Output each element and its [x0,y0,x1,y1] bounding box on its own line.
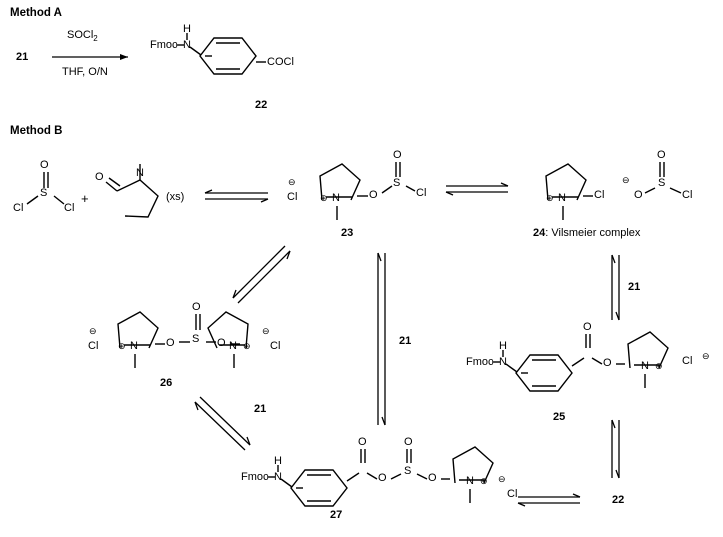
nitrogen-label-24: N [558,192,566,204]
oxygen-charge-24: ⊖ [622,175,630,185]
thionyl-oxygen-label: O [40,159,49,171]
fmoc-label-27: Fmoc [241,471,269,483]
thionyl-chlorine-left-label: Cl [13,202,24,214]
sulfur-label-26: S [192,333,200,345]
chlorine-ring-label-24: Cl [594,189,605,201]
chloride-counterion-23: Cl [287,191,298,203]
nitrogen-pyrrolinium-label-25: N [641,360,649,372]
carbonyl-oxygen-label-27: O [358,436,367,448]
chloride-charge-23: ⊖ [288,177,296,187]
chloride-counterion-25: Cl [682,355,693,367]
final-product-number-22: 22 [612,494,625,506]
chloride-charge-left-26: ⊖ [89,326,97,336]
oxygen-left-label-26: O [166,337,175,349]
chloride-counterion-left-26: Cl [88,340,99,352]
sulfur-label-27: S [404,465,412,477]
method-a-reagent-top: SOCl2 [67,29,98,44]
nitrogen-charge-left-26: ⊕ [118,341,126,351]
compound-number-22: 22 [255,99,268,111]
nmp-nitrogen-label: N [136,167,144,179]
nitrogen-charge-24: ⊕ [546,193,554,203]
carbonyl-oxygen-label-25: O [583,321,592,333]
thionyl-sulfur-label: S [40,187,48,199]
nitrogen-pyrrolinium-label-27: N [466,475,474,487]
oxygen-link-label-23: O [369,189,378,201]
method-a-reagent-bottom: THF, O/N [62,66,108,78]
oxygen-link2-label-27: O [428,472,437,484]
excess-label: (xs) [166,191,185,203]
nitrogen-label-25: N [499,356,507,368]
nitrogen-charge-right-26: ⊕ [243,341,251,351]
chlorine-label-23: Cl [416,187,427,199]
compound-caption-24: 24: Vilsmeier complex [533,227,641,239]
oxygen-link1-label-27: O [378,472,387,484]
arrow-label-21-lower-left: 21 [254,403,267,415]
fmoc-label-25: Fmoc [466,356,494,368]
cocl-label-22: COCl [267,56,294,68]
plus-sign: + [81,191,89,206]
sulfur-oxygen-label-27: O [404,436,413,448]
nh-hydrogen-22: H [183,23,191,35]
fmoc-label-22: Fmoc [150,39,178,51]
chloride-counterion-right-26: Cl [270,340,281,352]
oxygen-link-label-25: O [603,357,612,369]
method-a-heading: Method A [10,7,62,19]
compound-number-23: 23 [341,227,354,239]
sulfur-label-23: S [393,177,401,189]
arrow-label-21-right-top: 21 [628,281,641,293]
nitrogen-label-27: N [274,471,282,483]
chloride-charge-25: ⊖ [702,351,710,361]
method-a-reactant-number: 21 [16,51,29,63]
nitrogen-charge-27: ⊕ [480,476,488,486]
nh-hydrogen-27: H [274,455,282,467]
compound-number-26: 26 [160,377,173,389]
nitrogen-label-23: N [332,192,340,204]
oxygen-right-label-26: O [217,337,226,349]
nitrogen-charge-23: ⊕ [320,193,328,203]
compound-number-27: 27 [330,509,343,521]
sulfur-oxygen-label-26: O [192,301,201,313]
chloride-charge-right-26: ⊖ [262,326,270,336]
sulfur-label-24: S [658,177,666,189]
sulfur-oxygen-label-24: O [657,149,666,161]
nh-hydrogen-25: H [499,340,507,352]
chloride-charge-27: ⊖ [498,474,506,484]
arrow-label-21-middle: 21 [399,335,412,347]
nmp-oxygen-label: O [95,171,104,183]
chloride-counterion-27: Cl [507,488,518,500]
oxygen-anion-label-24: O [634,189,643,201]
chlorine-label-24: Cl [682,189,693,201]
thionyl-chlorine-right-label: Cl [64,202,75,214]
sulfur-oxygen-label-23: O [393,149,402,161]
nitrogen-left-label-26: N [130,340,138,352]
nitrogen-charge-25: ⊕ [655,361,663,371]
nitrogen-label-22: N [183,39,191,51]
compound-number-25: 25 [553,411,566,423]
nitrogen-right-label-26: N [229,340,237,352]
method-b-heading: Method B [10,125,63,137]
